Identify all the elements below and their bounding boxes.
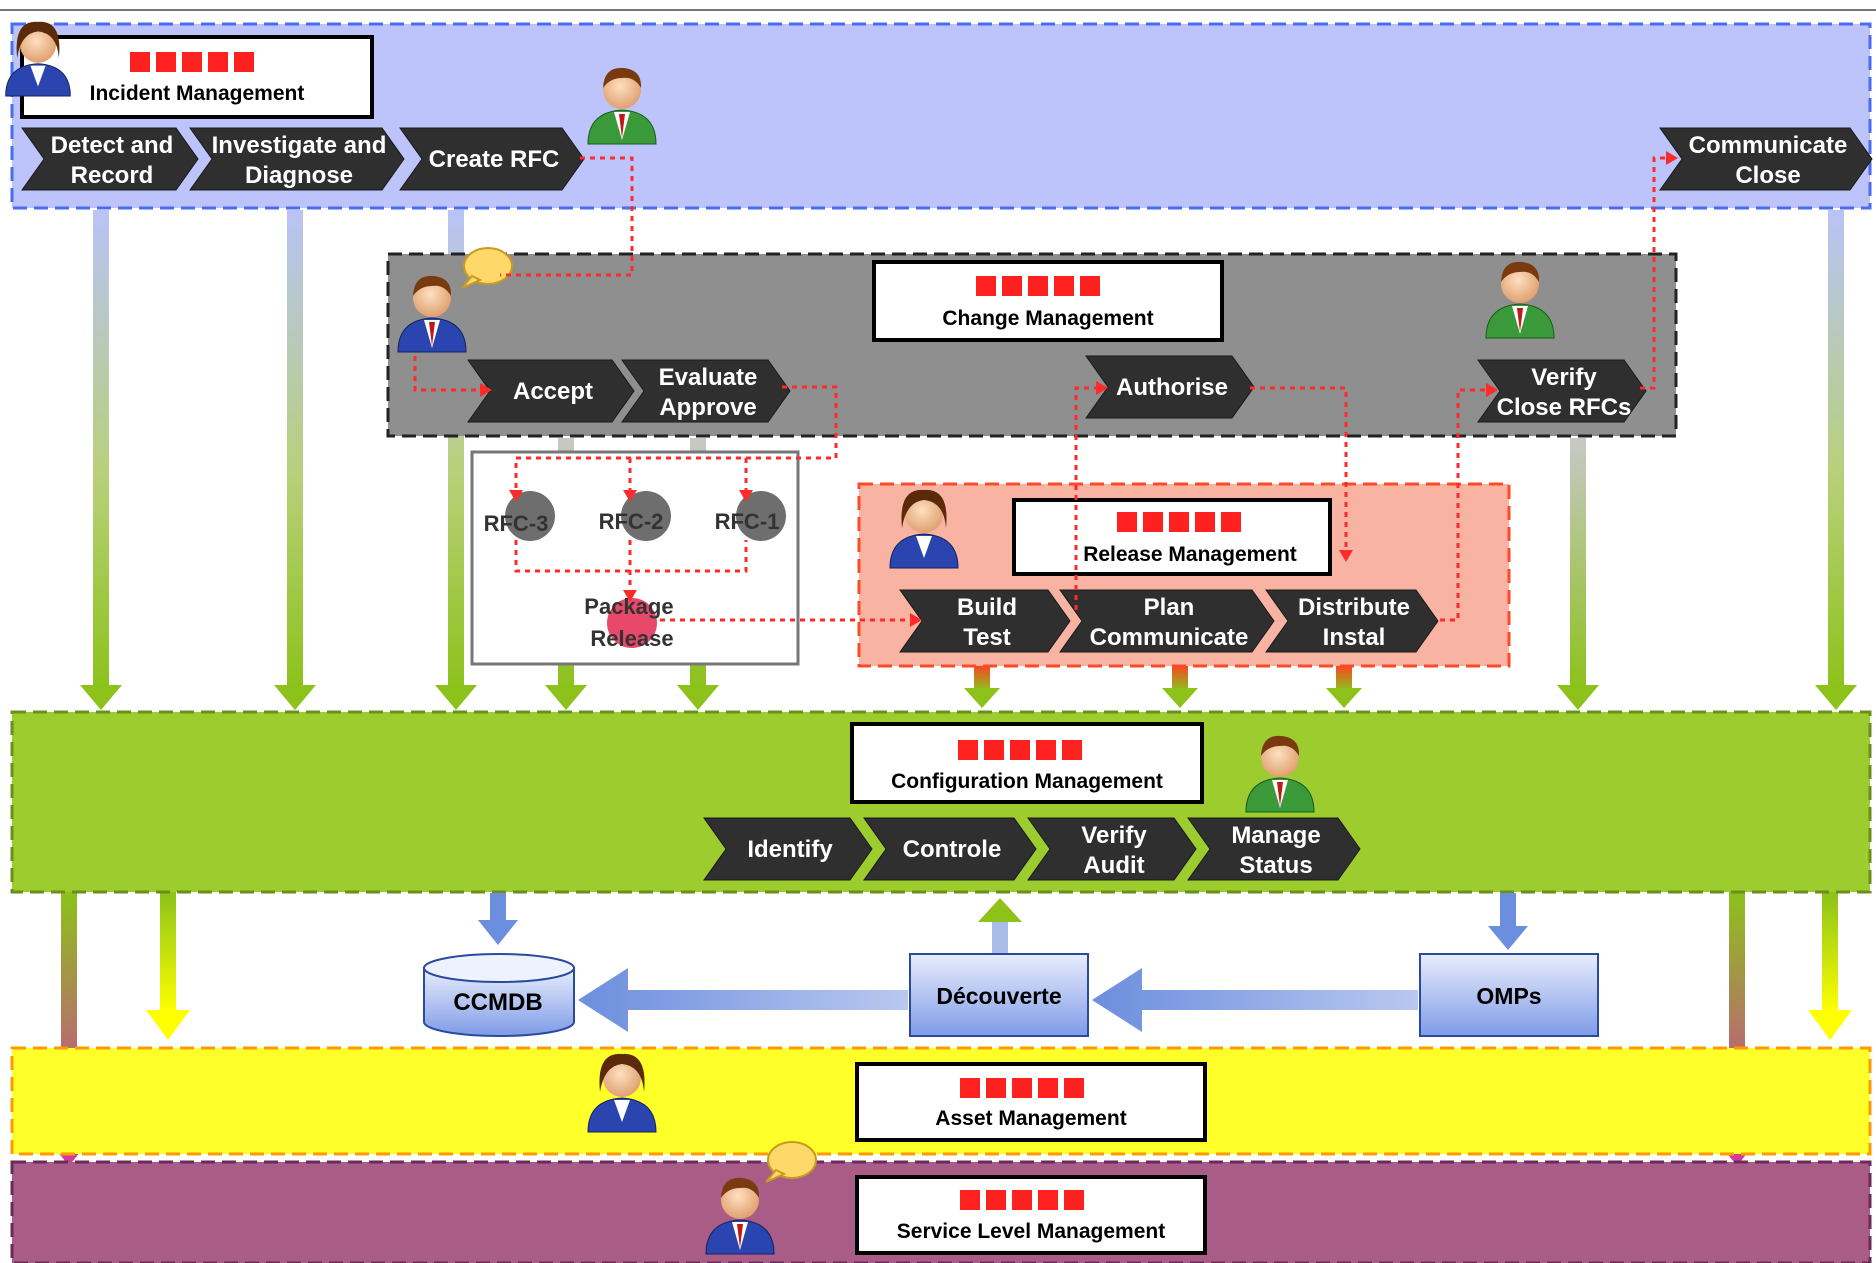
- red-dotted-connectors: [413, 156, 1666, 622]
- rfc-label: RFC-1: [715, 509, 780, 534]
- ccmdb-label: CCMDB: [453, 989, 542, 1016]
- process-step-label: Controle: [903, 836, 1002, 863]
- process-step-label: Create RFC: [429, 146, 560, 173]
- process-step-chevron: Authorise: [1085, 355, 1255, 419]
- process-step-label: Authorise: [1116, 374, 1228, 401]
- change-title: Change Management: [942, 307, 1153, 330]
- connector-arrowheads: [480, 151, 1678, 627]
- process-step-label: Accept: [513, 378, 593, 405]
- process-step-chevron: Accept: [467, 359, 635, 423]
- package-release-circle: [607, 598, 657, 648]
- service-level-management-panel: Service Level Management: [10, 1141, 1872, 1263]
- omps-box: [1419, 953, 1599, 1037]
- process-step-chevron: Identify: [703, 817, 873, 881]
- data-sources-row: CCMDB Découverte OMPs: [423, 893, 1599, 1037]
- process-step-label: Identify: [747, 836, 833, 863]
- arrow-discovery-to-ccmdb: [578, 968, 908, 1032]
- process-step-chevron: Create RFC: [399, 127, 585, 191]
- rfc-2-circle: [621, 491, 671, 541]
- asset-title: Asset Management: [935, 1107, 1126, 1130]
- rfc-label: RFC-3: [484, 511, 549, 536]
- incident-title: Incident Management: [90, 82, 305, 105]
- slm-title: Service Level Management: [897, 1220, 1165, 1243]
- rfc-label: RFC-2: [599, 509, 664, 534]
- package-release-label: Package Release: [584, 594, 679, 651]
- database-icon: [423, 953, 575, 1037]
- discovery-box: [909, 953, 1089, 1037]
- release-title: Release Management: [1083, 543, 1297, 566]
- discovery-label: Découverte: [936, 983, 1061, 1009]
- arrow-omps-to-discovery: [1092, 968, 1418, 1032]
- process-step-chevron: Controle: [863, 817, 1037, 881]
- omps-label: OMPs: [1476, 983, 1541, 1009]
- asset-management-panel: Asset Management: [10, 1046, 1872, 1156]
- config-title: Configuration Management: [891, 770, 1163, 793]
- rfc-box: RFC-3 RFC-2 RFC-1 Package Release: [470, 450, 800, 666]
- rfc-3-circle: [505, 491, 555, 541]
- rfc-1-circle: [736, 491, 786, 541]
